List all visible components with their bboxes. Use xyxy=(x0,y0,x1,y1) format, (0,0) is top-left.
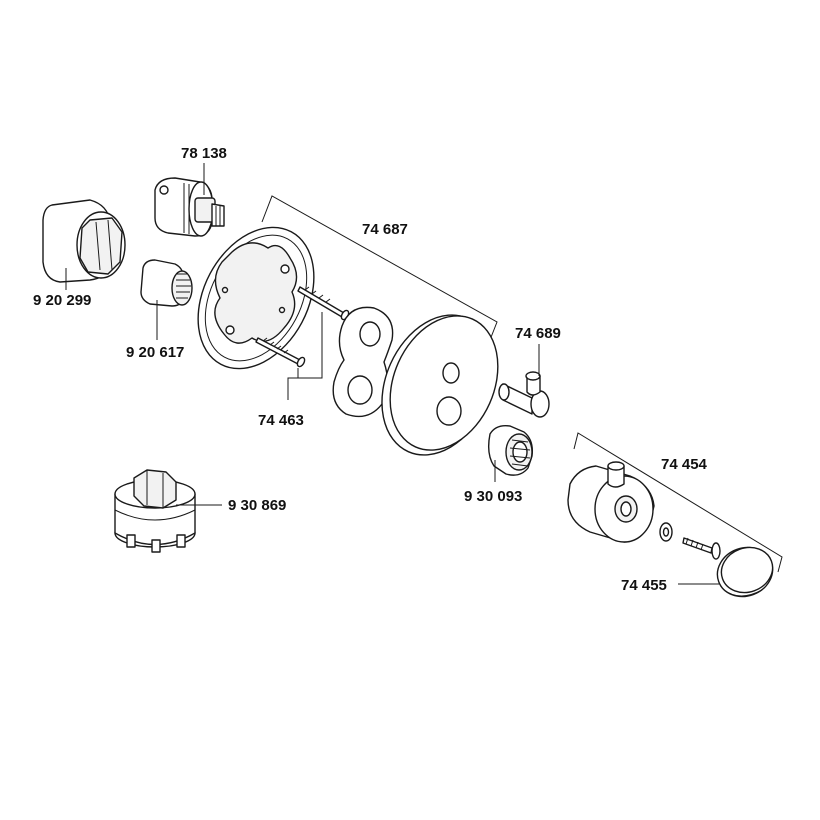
label-74-454: 74 454 xyxy=(661,456,708,473)
part-adapter-9-30-093[interactable] xyxy=(487,424,534,476)
label-74-463: 74 463 xyxy=(258,412,304,429)
part-seal-gasket[interactable] xyxy=(332,306,394,418)
part-spindle-extension-9-20-617[interactable] xyxy=(140,259,193,307)
label-74-689: 74 689 xyxy=(515,325,561,342)
label-74-687: 74 687 xyxy=(362,221,408,238)
part-tool-9-30-869[interactable] xyxy=(114,469,196,553)
part-handle[interactable] xyxy=(567,461,655,543)
part-handle-screw[interactable] xyxy=(682,537,721,560)
part-cover-rosette[interactable] xyxy=(361,297,518,473)
leader-74-463 xyxy=(287,312,323,400)
part-cap-74-455[interactable] xyxy=(710,540,779,604)
label-9-20-299: 9 20 299 xyxy=(33,292,91,309)
label-78-138: 78 138 xyxy=(181,145,227,162)
label-9-30-093: 9 30 093 xyxy=(464,488,522,505)
part-socket-wrench-9-20-299[interactable] xyxy=(42,199,126,283)
part-diverter-74-689[interactable] xyxy=(498,371,550,418)
part-cartridge-78-138[interactable] xyxy=(154,177,225,237)
part-screws-74-463[interactable] xyxy=(255,286,350,368)
bracket-74-454 xyxy=(573,432,783,573)
label-9-20-617: 9 20 617 xyxy=(126,344,184,361)
label-9-30-869: 9 30 869 xyxy=(228,497,286,514)
label-74-455: 74 455 xyxy=(621,577,667,594)
part-washer[interactable] xyxy=(659,522,673,542)
bracket-74-687 xyxy=(261,195,498,346)
part-mounting-plate[interactable] xyxy=(175,207,337,388)
